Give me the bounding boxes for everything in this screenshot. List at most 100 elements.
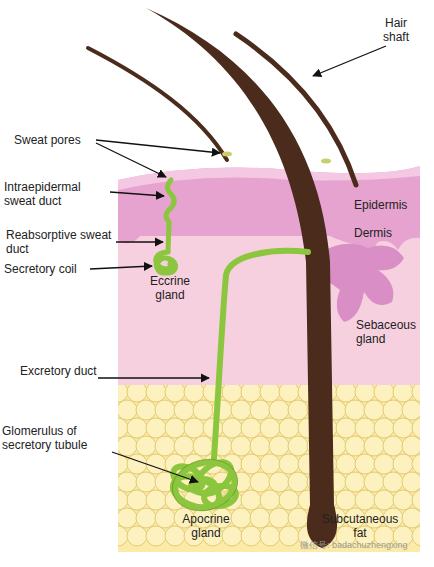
- fat-cell: [250, 436, 270, 456]
- fat-cell: [269, 400, 289, 420]
- fat-cell: [241, 382, 261, 402]
- fat-cell: [374, 490, 394, 510]
- fat-cell: [260, 490, 280, 510]
- sweat-pore: [222, 152, 232, 157]
- fat-cell: [260, 382, 280, 402]
- fat-cell: [336, 490, 356, 510]
- layer-label: Dermis: [354, 226, 424, 240]
- fat-cell: [402, 508, 422, 528]
- fat-cell: [250, 508, 270, 528]
- fat-layer: [118, 385, 420, 552]
- fat-cell: [108, 526, 128, 546]
- fat-cell: [393, 454, 413, 474]
- fat-cell: [250, 400, 270, 420]
- fat-cell: [364, 400, 384, 420]
- fat-cell: [146, 490, 166, 510]
- fat-cell: [355, 418, 375, 438]
- fat-cell: [288, 472, 308, 492]
- fat-cell: [155, 400, 175, 420]
- fat-cell: [146, 382, 166, 402]
- fat-cell: [336, 382, 356, 402]
- layer-label: Subcutaneous fat: [320, 512, 400, 540]
- fat-cell: [155, 436, 175, 456]
- fat-cell: [136, 436, 156, 456]
- fat-cell: [269, 508, 289, 528]
- fat-cell: [108, 382, 128, 402]
- part-label: Glomerulus of secretory tubule: [2, 424, 118, 452]
- fat-cell: [136, 400, 156, 420]
- fat-cell: [269, 472, 289, 492]
- fat-cell: [355, 382, 375, 402]
- fat-cell: [146, 454, 166, 474]
- fat-cell: [402, 400, 422, 420]
- fat-cell: [117, 508, 137, 528]
- fat-cell: [117, 472, 137, 492]
- fat-cell: [241, 454, 261, 474]
- fat-cell: [146, 526, 166, 546]
- fat-cell: [355, 454, 375, 474]
- watermark: 微信号: badachuzhengxing: [300, 540, 434, 551]
- fat-cell: [421, 436, 434, 456]
- fat-cell: [184, 382, 204, 402]
- fat-cell: [421, 508, 434, 528]
- fat-cell: [345, 400, 365, 420]
- fat-cell: [127, 382, 147, 402]
- fat-cell: [279, 382, 299, 402]
- fat-cell: [241, 490, 261, 510]
- fat-cell: [383, 472, 403, 492]
- fat-cell: [288, 400, 308, 420]
- fat-cell: [222, 382, 242, 402]
- fat-cell: [374, 382, 394, 402]
- fat-cell: [412, 490, 432, 510]
- part-label: Eccrine gland: [140, 274, 200, 302]
- fat-cell: [279, 454, 299, 474]
- fat-cell: [165, 382, 185, 402]
- fat-cell: [193, 436, 213, 456]
- fat-cell: [260, 526, 280, 546]
- fat-cell: [136, 472, 156, 492]
- part-label: Apocrine gland: [175, 512, 237, 540]
- layer-label: Epidermis: [354, 198, 424, 212]
- apocrine-gland: [169, 251, 308, 514]
- fat-cell: [231, 436, 251, 456]
- fat-cell: [184, 418, 204, 438]
- hair: [88, 48, 227, 160]
- fat-cell: [174, 436, 194, 456]
- part-label: Reabsorptive sweat duct: [6, 228, 118, 256]
- fat-cell: [412, 382, 432, 402]
- fat-cell: [117, 436, 137, 456]
- fat-cell: [108, 490, 128, 510]
- fat-cell: [155, 508, 175, 528]
- fat-cell: [222, 526, 242, 546]
- fat-cell: [127, 418, 147, 438]
- fat-cell: [222, 418, 242, 438]
- fat-cell: [269, 436, 289, 456]
- fat-cell: [336, 418, 356, 438]
- fat-cell: [279, 490, 299, 510]
- part-label: Hair shaft: [372, 16, 420, 44]
- fat-cell: [127, 490, 147, 510]
- fat-cell: [241, 418, 261, 438]
- part-label: Excretory duct: [20, 364, 98, 378]
- part-label: Secretory coil: [4, 262, 90, 276]
- fat-cell: [193, 400, 213, 420]
- fat-cell: [345, 436, 365, 456]
- fat-cells: [108, 382, 434, 546]
- fat-cell: [241, 526, 261, 546]
- sweat-pore: [321, 159, 331, 164]
- fat-cell: [174, 400, 194, 420]
- fat-cell: [146, 418, 166, 438]
- fat-cell: [393, 382, 413, 402]
- fat-cell: [364, 472, 384, 492]
- fat-cell: [345, 472, 365, 492]
- fat-cell: [383, 436, 403, 456]
- fat-cell: [393, 418, 413, 438]
- skin-surface: [118, 166, 420, 190]
- fat-cell: [127, 526, 147, 546]
- part-label: Sweat pores: [14, 133, 98, 147]
- fat-cell: [393, 490, 413, 510]
- fat-cell: [374, 418, 394, 438]
- part-label: Intraepidermal sweat duct: [4, 180, 112, 208]
- fat-cell: [402, 472, 422, 492]
